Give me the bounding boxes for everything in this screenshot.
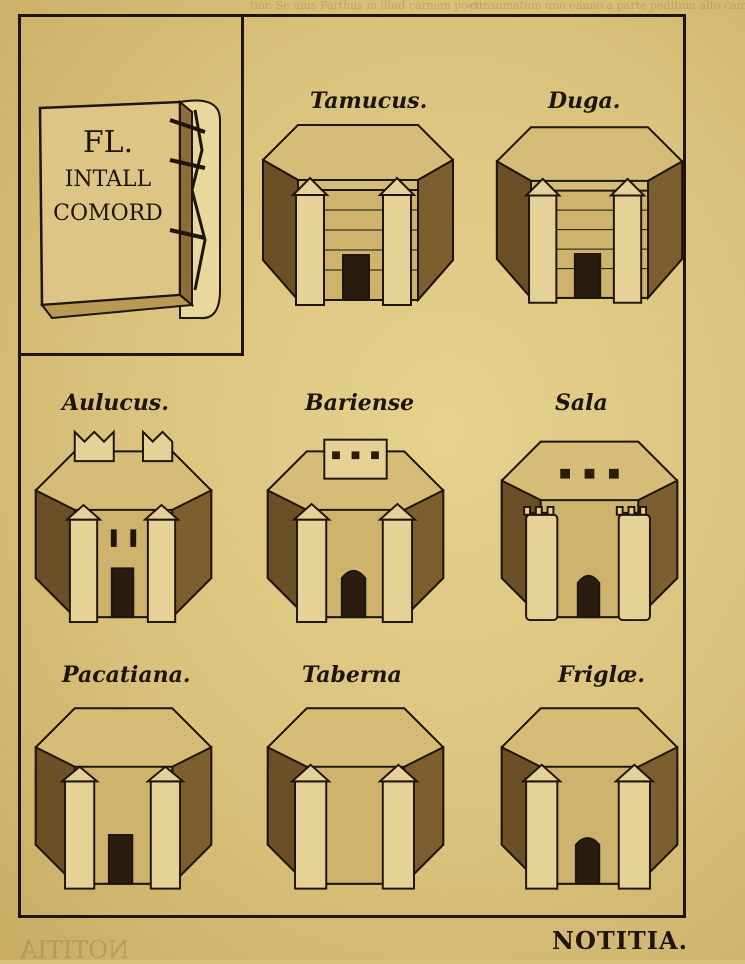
fort-label-sala: Sala bbox=[555, 390, 608, 416]
fort-tamucus-icon bbox=[262, 124, 454, 306]
fort-duga-icon bbox=[495, 126, 684, 304]
fort-label-friglae: Friglæ. bbox=[558, 662, 646, 688]
book-emblem-icon: FL. INTALL COMORD bbox=[38, 99, 221, 320]
fort-sala-icon bbox=[500, 440, 679, 622]
fort-label-duga: Duga. bbox=[548, 88, 621, 114]
fort-label-taberna: Taberna bbox=[302, 662, 402, 688]
fort-taberna-icon bbox=[266, 707, 445, 890]
fort-label-aulucus: Aulucus. bbox=[62, 390, 169, 416]
catchword: NOTITIA. bbox=[552, 926, 688, 955]
show-through-text: tior. Se uius Parthus in illud carmen po… bbox=[250, 0, 483, 12]
fort-label-pacatiana: Pacatiana. bbox=[62, 662, 191, 688]
fort-friglae-icon bbox=[500, 707, 679, 890]
book-line-1: FL. bbox=[83, 125, 133, 160]
fort-pacatiana-icon bbox=[34, 707, 213, 890]
book-line-3: COMORD bbox=[53, 201, 163, 226]
woodcut-frame bbox=[18, 14, 686, 918]
fort-aulucus-icon bbox=[34, 429, 213, 623]
fort-label-bariense: Bariense bbox=[305, 390, 415, 416]
fort-bariense-icon bbox=[266, 438, 445, 623]
book-line-2: INTALL bbox=[65, 167, 152, 192]
fort-label-tamucus: Tamucus. bbox=[310, 88, 428, 114]
show-through-text-right: consumatum uno eanno a parte peditum alt… bbox=[470, 0, 745, 12]
book-inset-frame bbox=[18, 14, 244, 356]
